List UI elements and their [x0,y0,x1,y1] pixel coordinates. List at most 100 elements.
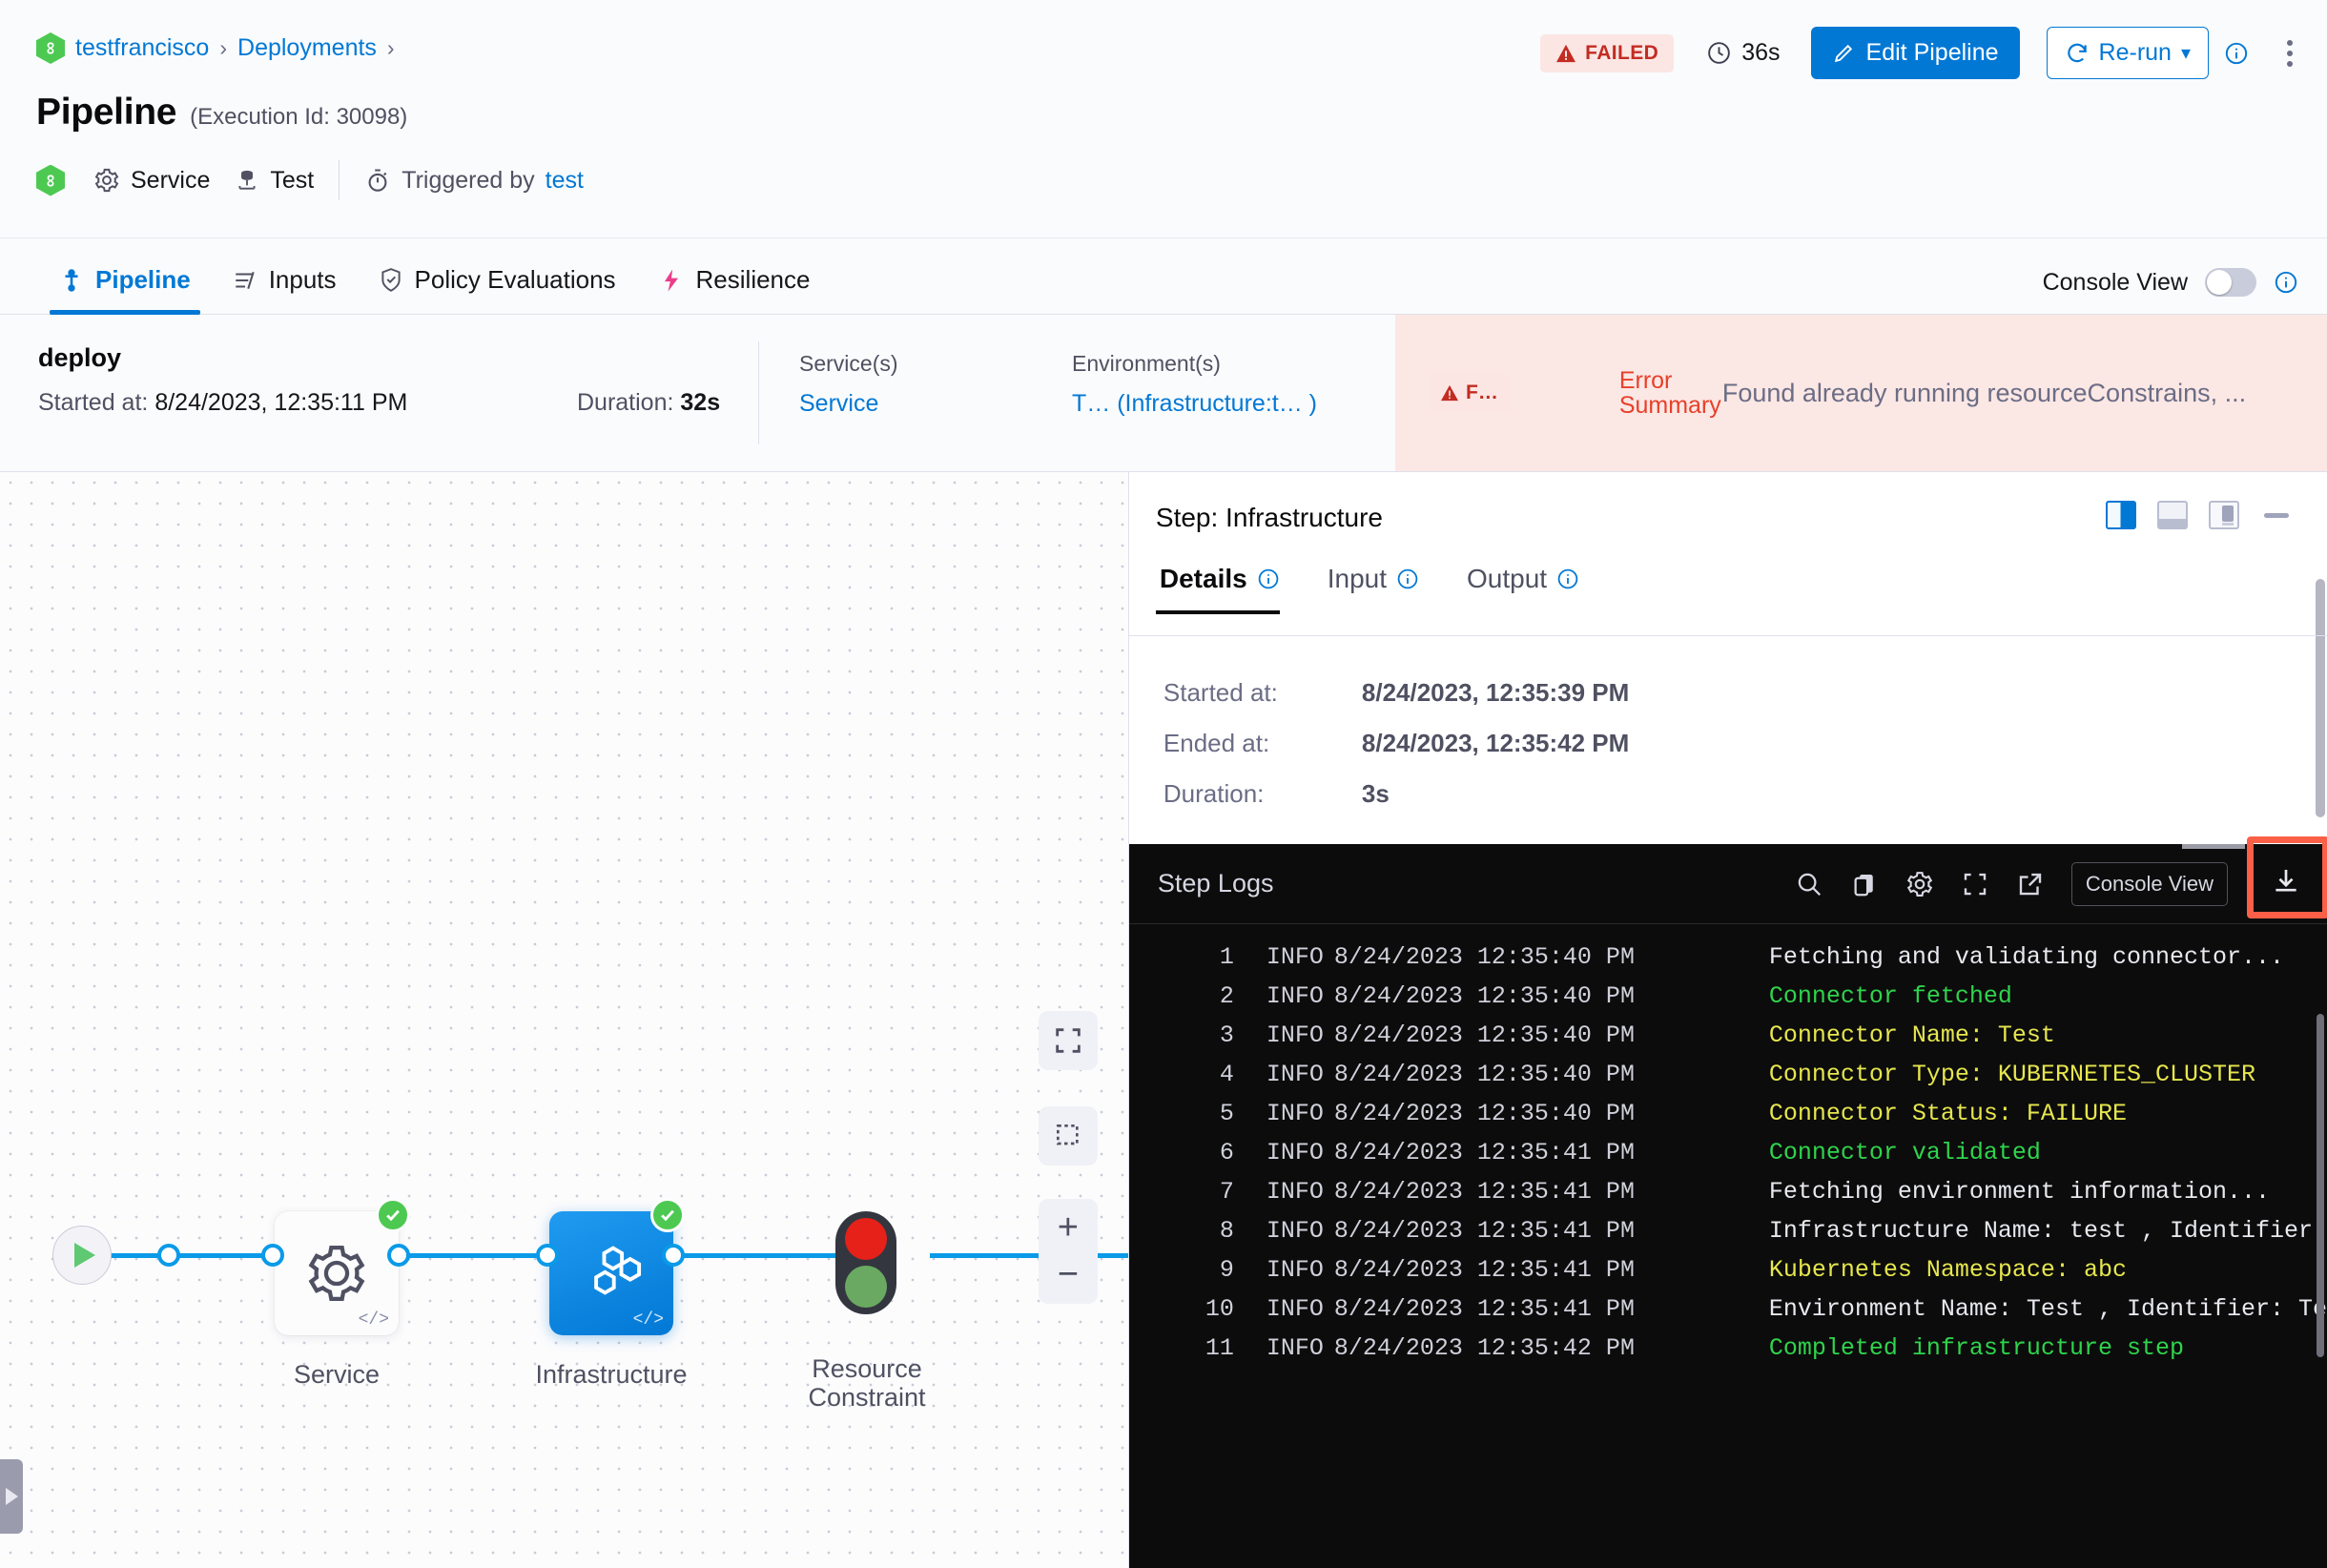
fit-screen-icon [1056,1028,1081,1053]
fit-to-screen-button[interactable] [1038,1011,1098,1070]
trigger-meta: Triggered by test [364,167,584,195]
step-panel-tabs: Details Input Output [1128,564,2327,636]
float-panel-layout-icon[interactable] [2209,501,2239,529]
refresh-icon [2067,43,2087,62]
zoom-controls[interactable]: + − [1038,1199,1098,1304]
tab-resilience-label: Resilience [695,265,811,294]
graph-node-infrastructure[interactable]: </> [549,1198,685,1335]
log-level: INFO [1266,982,1324,1010]
tab-input[interactable]: Input [1324,564,1440,613]
stage-duration-value: 32s [680,389,721,416]
graph-node-resource-constraint[interactable] [835,1211,896,1314]
log-level: INFO [1266,1100,1324,1127]
tab-pipeline[interactable]: Pipeline [38,265,212,315]
triggered-by-label: Triggered by [402,166,535,194]
more-options-button[interactable] [2281,34,2298,72]
log-message: Kubernetes Namespace: abc [1768,1256,2127,1284]
sidebar-expander-handle[interactable] [0,1459,23,1534]
fullscreen-icon[interactable] [1961,870,1989,898]
breadcrumb-deployments[interactable]: Deployments [237,34,377,61]
download-logs-button[interactable] [2247,836,2327,918]
service-meta-label: Service [131,166,211,194]
log-line: 11 INFO 8/24/2023 12:35:42 PM Completed … [1129,1329,2327,1368]
stage-summary-bar: deploy Started at: 8/24/2023, 12:35:11 P… [0,315,2327,472]
zoom-in-button[interactable]: + [1057,1207,1079,1248]
tab-policy-evaluations[interactable]: Policy Evaluations [358,265,637,314]
marquee-select-button[interactable] [1038,1106,1098,1166]
copy-icon[interactable] [1850,870,1879,898]
step-logs-tools: Console View [1795,836,2327,918]
error-summary-text: Found already running resourceConstrains… [1721,378,2247,407]
logs-scrollbar[interactable] [2317,1014,2324,1357]
log-line: 6 INFO 8/24/2023 12:35:41 PM Connector v… [1129,1133,2327,1172]
edge-service-infrastructure [381,1253,553,1258]
rerun-button[interactable]: Re-run ▾ [2046,27,2209,79]
split-right-layout-icon[interactable] [2106,501,2136,529]
info-icon[interactable] [2224,41,2249,66]
stage-services-value[interactable]: Service [799,390,879,417]
tab-pipeline-label: Pipeline [95,265,191,294]
port-service-out [387,1244,410,1267]
code-icon: </> [632,1310,664,1330]
error-summary-label: Error Summary [1619,367,1722,418]
check-icon [661,1209,674,1222]
triggered-by-user[interactable]: test [545,166,584,194]
stage-started-at-label: Started at: [38,389,149,416]
gear-icon[interactable] [1905,870,1934,898]
external-link-icon[interactable] [2016,870,2045,898]
info-icon[interactable] [1257,567,1280,590]
resilience-icon [664,268,678,292]
panel-scrollbar[interactable] [2316,579,2325,817]
environment-meta: Test [235,167,314,195]
log-message: Completed infrastructure step [1768,1334,2184,1362]
tab-output[interactable]: Output [1463,564,1600,613]
console-view-toggle[interactable] [2205,268,2256,297]
edit-pipeline-label: Edit Pipeline [1865,39,1999,66]
log-message: Environment Name: Test , Identifier: Te [1768,1295,2327,1323]
log-lines-container[interactable]: 1 INFO 8/24/2023 12:35:40 PM Fetching an… [1129,924,2327,1568]
shield-check-icon [381,267,401,292]
log-message: Connector Type: KUBERNETES_CLUSTER [1768,1061,2255,1088]
log-level: INFO [1266,1334,1324,1362]
gear-icon [94,168,119,193]
step-panel-title: Step: Infrastructure [1155,503,1383,532]
tab-details[interactable]: Details [1155,564,1301,614]
tab-details-label: Details [1159,564,1247,593]
log-line: 10 INFO 8/24/2023 12:35:41 PM Environmen… [1129,1289,2327,1329]
tab-inputs[interactable]: Inputs [212,265,358,314]
stage-duration: Duration: 32s [577,389,720,417]
log-timestamp: 8/24/2023 12:35:41 PM [1333,1217,1635,1245]
info-icon[interactable] [1556,567,1579,590]
edit-pipeline-button[interactable]: Edit Pipeline [1810,27,2020,79]
log-line-number: 7 [1219,1178,1234,1206]
inputs-icon [235,271,255,289]
stage-environments-value[interactable]: T… (Infrastructure:t… ) [1072,390,1317,417]
pipeline-graph-canvas[interactable]: </> Service </> Infrastructure [0,472,1129,1568]
breadcrumb-org[interactable]: testfrancisco [75,34,210,61]
logs-console-view-button[interactable]: Console View [2070,861,2228,906]
main-body: </> Service </> Infrastructure [0,472,2327,1568]
graph-start-node[interactable] [52,1226,112,1285]
zoom-out-button[interactable]: − [1057,1254,1079,1294]
step-panel-header: Step: Infrastructure [1129,472,2327,817]
graph-node-service[interactable]: </> [275,1198,410,1335]
stage-divider [758,341,759,444]
info-icon[interactable] [1396,567,1419,590]
console-view-info-icon[interactable] [2274,270,2298,295]
stage-error-panel: F… Error Summary Found already running r… [1395,315,2327,471]
code-icon: </> [358,1310,389,1330]
split-bottom-layout-icon[interactable] [2157,501,2188,529]
log-level: INFO [1266,1217,1324,1245]
logs-top-divider [2182,844,2245,849]
rerun-label: Re-run [2098,39,2172,66]
tab-resilience[interactable]: Resilience [637,265,832,314]
port-service-in [261,1244,284,1267]
detail-key: Started at: [1163,678,1278,707]
log-line: 2 INFO 8/24/2023 12:35:40 PM Connector f… [1129,977,2327,1016]
search-icon[interactable] [1795,870,1823,898]
graph-node-resource-constraint-label: Resource Constraint [808,1354,926,1413]
status-badge-success [376,1198,410,1232]
log-timestamp: 8/24/2023 12:35:41 PM [1333,1295,1635,1323]
traffic-lamp-green [845,1266,887,1308]
minimize-icon[interactable] [2264,512,2289,518]
